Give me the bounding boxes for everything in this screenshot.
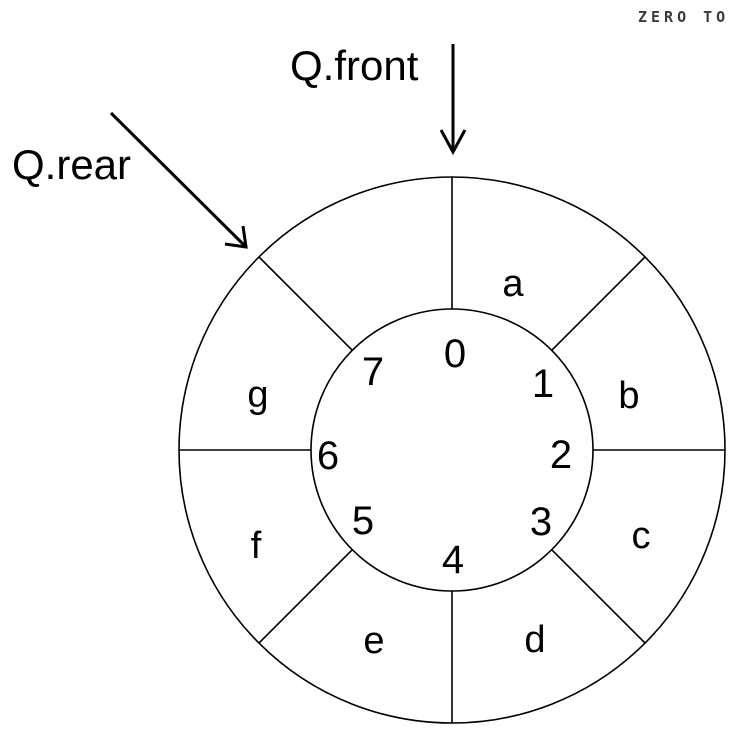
rear-pointer-label: Q.rear bbox=[12, 141, 131, 188]
slot-value: e bbox=[363, 620, 384, 662]
slot-value: f bbox=[251, 525, 262, 567]
slot-dividers bbox=[179, 177, 725, 723]
index-label: 5 bbox=[352, 499, 374, 543]
slot-values: a b c d e f g bbox=[247, 263, 650, 662]
slot-divider bbox=[551, 549, 646, 644]
rear-arrow-head bbox=[224, 225, 248, 249]
queue-ring bbox=[178, 176, 726, 724]
index-label: 3 bbox=[530, 500, 552, 544]
index-label: 2 bbox=[550, 433, 572, 477]
slot-value: d bbox=[524, 619, 545, 661]
front-pointer-label: Q.front bbox=[290, 42, 419, 89]
front-arrow-head bbox=[439, 129, 467, 156]
slot-value: b bbox=[618, 375, 639, 417]
index-label: 7 bbox=[362, 350, 384, 394]
front-pointer: Q.front bbox=[290, 42, 467, 156]
slot-divider bbox=[551, 256, 646, 351]
watermark: ZERO TO bbox=[638, 8, 729, 26]
slot-divider bbox=[258, 256, 353, 351]
index-label: 0 bbox=[444, 332, 466, 376]
index-label: 6 bbox=[317, 434, 339, 478]
rear-pointer: Q.rear bbox=[12, 111, 248, 249]
slot-value: c bbox=[632, 515, 651, 557]
rear-arrow-shaft bbox=[109, 111, 247, 248]
index-labels: 0 1 2 3 4 5 6 7 bbox=[317, 332, 572, 582]
slot-value: a bbox=[502, 263, 524, 305]
slot-value: g bbox=[247, 374, 268, 416]
slot-divider bbox=[258, 549, 353, 644]
index-label: 1 bbox=[532, 362, 554, 406]
index-label: 4 bbox=[442, 538, 464, 582]
